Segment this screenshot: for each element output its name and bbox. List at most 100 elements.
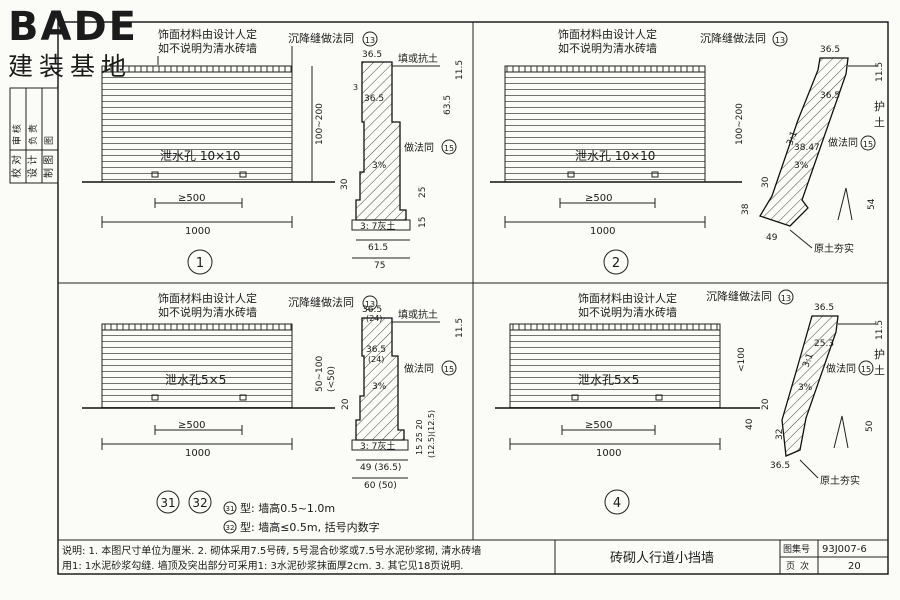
p4-arrow-mark [833, 415, 849, 449]
legend31: 型: 墙高0.5~1.0m [240, 501, 335, 515]
p2-number-circle [603, 249, 629, 275]
p1-joint-ref-circle [362, 31, 378, 47]
p2-method-ref-circle [860, 135, 876, 151]
p2-mid-w: 36.5 [820, 91, 840, 101]
p1-mid-w: 36.5 [364, 94, 384, 104]
page-value: 20 [848, 561, 861, 572]
p1-d25: 25 [418, 187, 428, 198]
p2-span: 1000 [590, 226, 615, 237]
p2-height-dim: 100~200 [735, 103, 745, 145]
p2-w3847: 38.47 [794, 143, 820, 153]
p4-ratio: 3:1 [801, 352, 815, 369]
p4-wall-section [781, 315, 839, 457]
p31-method-ref-circle [441, 360, 457, 376]
p4-bottom-w: 36.5 [770, 461, 790, 471]
p4-w253: 25.3 [814, 339, 834, 349]
p1-note-line1: 饰面材料由设计人定 [158, 27, 257, 41]
sig-row1b: 审 核 [11, 124, 23, 145]
logo-brand: BADE [8, 4, 138, 50]
p1-spacing: ≥500 [178, 193, 205, 204]
p31-joint-ref-circle [362, 295, 378, 311]
p2-h115: 11.5 [875, 62, 885, 82]
p31-dims-right: 15 25 20 [415, 419, 424, 455]
p4-joint-ref: 13 [781, 294, 791, 303]
p1-joint-label: 沉降缝做法同 [288, 31, 354, 45]
p1-drain-hole-left [151, 171, 159, 178]
sig-row1: 校 对 [10, 155, 23, 178]
p1-top-w: 36.5 [362, 50, 382, 60]
p1-lime: 3: 7灰土 [360, 220, 395, 232]
p31-drain-hole-right [239, 394, 247, 401]
atlas-value: 93J007-6 [822, 544, 867, 555]
p1-base-w: 61.5 [368, 243, 388, 253]
page-label-2: 次 [800, 560, 809, 572]
p1-drain-hole-right [239, 171, 247, 178]
p1-height-dim: 100~200 [315, 103, 325, 145]
p2-spacing: ≥500 [585, 193, 612, 204]
p4-top-w: 36.5 [814, 303, 834, 313]
p4-drain-hole-right [655, 394, 663, 401]
p1-wall-section [355, 61, 407, 221]
p4-number: 4 [613, 496, 621, 511]
p1-slope: 3% [372, 161, 387, 171]
p4-number-circle [604, 489, 630, 515]
p4-earth: 护 [874, 347, 885, 361]
p2-drain-label: 泄水孔 10×10 [575, 149, 655, 163]
p2-note-line1: 饰面材料由设计人定 [558, 27, 657, 41]
p4-d32: 32 [775, 429, 785, 440]
p2-coping [504, 65, 706, 73]
p2-method-label: 做法同 [828, 136, 858, 149]
p2-d30: 30 [761, 176, 771, 188]
p31-dims-right2: (12.5)(12.5) [427, 410, 436, 458]
p1-coping [101, 65, 293, 73]
p31-height-sub: (<50) [327, 366, 337, 392]
p31-wall-section [355, 317, 405, 441]
p31-slope: 3% [372, 382, 387, 392]
p4-method-ref: 15 [861, 365, 871, 374]
p31-h115: 11.5 [455, 318, 465, 338]
p2-d49: 49 [766, 233, 778, 243]
p32-number-circle [188, 490, 212, 514]
p1-h2: 63.5 [443, 95, 453, 115]
p31-height-dim: 50~100 [315, 356, 325, 392]
legend32-ref: 32 [226, 524, 235, 532]
p2-tamped: 原土夯实 [814, 242, 854, 255]
p1-fill-label: 填或抗土 [398, 52, 438, 65]
p31-drain-hole-left [151, 394, 159, 401]
p31-lime: 3: 7灰土 [360, 440, 395, 452]
p1-d30: 30 [340, 178, 350, 190]
p2-number: 2 [612, 256, 620, 271]
legend32: 型: 墙高≤0.5m, 括号内数字 [240, 520, 380, 534]
p4-method-label: 做法同 [826, 362, 856, 375]
panel-1: 饰面材料由设计人定 如不说明为清水砖墙 沉降缝做法同 13 泄水孔 10×10 … [82, 27, 465, 275]
p31-mid-w: 36.5 [366, 345, 386, 355]
p1-h1: 11.5 [455, 60, 465, 80]
legend31-ref: 31 [226, 505, 235, 513]
p1-lime-base [351, 219, 411, 231]
p4-drain-hole-left [571, 394, 579, 401]
p1-d15: 15 [418, 217, 428, 228]
p2-wall-elevation [504, 71, 706, 183]
p1-d3: 3 [353, 83, 358, 92]
p2-arrow-mark [837, 187, 853, 221]
p4-joint-ref-circle [778, 289, 794, 305]
p31-number: 31 [160, 496, 175, 510]
p31-d20: 20 [341, 398, 351, 410]
sig-row2: 设 计 [26, 155, 39, 178]
p2-drain-hole-left [567, 171, 575, 178]
legend32-ref-circle [223, 520, 237, 534]
panel-31: 饰面材料由设计人定 如不说明为清水砖墙 沉降缝做法同 13 泄水孔5×5 50~… [82, 291, 465, 534]
p31-top-sub: (24) [366, 314, 382, 323]
p32-number: 32 [192, 496, 207, 510]
p1-number-circle [187, 249, 213, 275]
atlas-label: 图集号 [783, 543, 810, 555]
p4-d40: 40 [745, 418, 755, 430]
p31-foot-w: 60 (50) [364, 481, 397, 491]
p31-mid-sub: (24) [368, 355, 384, 364]
p4-wall-elevation [509, 329, 721, 409]
p1-method-ref-circle [441, 139, 457, 155]
p2-d38: 38 [741, 203, 751, 215]
p4-h115: 11.5 [875, 320, 885, 340]
